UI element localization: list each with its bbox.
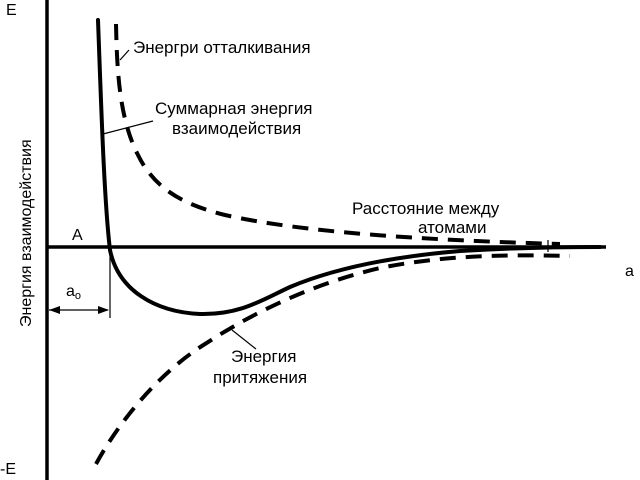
x-axis-end-label: a: [625, 263, 634, 280]
repulsion-leader-line: [119, 49, 130, 61]
repulsion-energy-label: Энергри отталкивания: [133, 38, 311, 57]
total-energy-label-line2: взаимодействия: [172, 119, 301, 138]
y-axis-title: Энергия взаимодействия: [18, 139, 35, 327]
origin-point-label: A: [72, 227, 83, 244]
total-leader-line: [102, 120, 154, 135]
total-energy-label-line1: Суммарная энергия: [155, 99, 313, 118]
attraction-energy-label-line1: Энергия: [231, 347, 296, 366]
arrowhead-right: [98, 306, 109, 314]
distance-label-line2: атомами: [418, 218, 486, 237]
distance-label-line1: Расстояние между: [352, 199, 500, 218]
attraction-leader-line: [231, 329, 257, 350]
equilibrium-base: a: [66, 283, 75, 300]
equilibrium-distance-label: ao: [66, 283, 81, 302]
y-axis-bottom-label: -E: [0, 461, 16, 478]
attraction-energy-curve: [94, 253, 571, 465]
repulsion-energy-curve: [114, 23, 561, 246]
arrowhead-left: [49, 306, 60, 314]
y-axis-top-label: E: [6, 2, 17, 19]
attraction-energy-label-line2: притяжения: [213, 368, 307, 387]
equilibrium-subscript: o: [75, 290, 81, 302]
total-energy-curve: [96, 18, 602, 317]
